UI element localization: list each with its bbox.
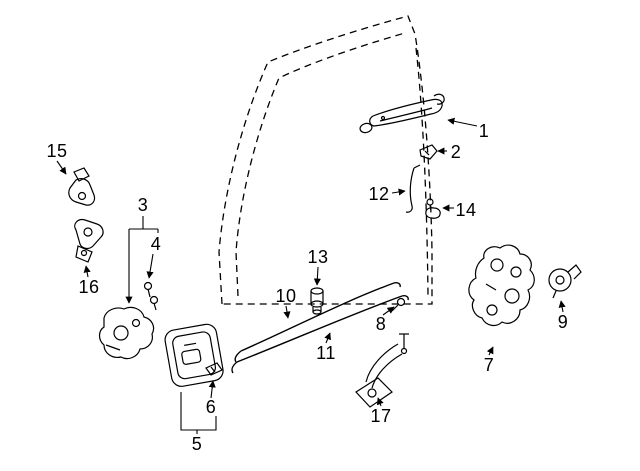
part-10-upper-rod-drawing — [234, 282, 401, 363]
leader-6 — [208, 380, 216, 399]
leader-11 — [324, 332, 331, 344]
leader-4 — [146, 253, 154, 279]
callout-15: 15 — [46, 141, 68, 161]
callout-14: 14 — [455, 200, 477, 220]
part-14-rod-clip-grommet-drawing — [425, 198, 441, 219]
part-8-rod-clip-drawing — [391, 297, 406, 312]
leader-12 — [391, 188, 406, 196]
callout-2: 2 — [450, 142, 462, 162]
part-15-upper-hinge-drawing — [68, 167, 96, 206]
callout-5: 5 — [191, 434, 203, 454]
part-4-latch-screws-drawing — [143, 281, 159, 311]
callout-17: 17 — [370, 406, 392, 426]
callout-8: 8 — [375, 314, 387, 334]
leader-lines — [56, 117, 566, 434]
leader-10 — [283, 305, 291, 319]
part-2-handle-clip-drawing — [419, 144, 438, 160]
part-7-lock-actuator-drawing — [468, 244, 535, 327]
part-17-door-check-drawing — [355, 333, 409, 408]
leader-7 — [486, 346, 494, 356]
callout-6: 6 — [205, 397, 217, 417]
part-6-bezel-clip-drawing — [205, 362, 223, 376]
callout-7: 7 — [483, 355, 495, 375]
callout-11: 11 — [316, 343, 336, 363]
part-5-bezel-drawing — [164, 323, 224, 387]
leader-1 — [447, 117, 478, 127]
part-12-handle-rod-drawing — [405, 164, 421, 213]
callout-10: 10 — [275, 286, 297, 306]
part-1-outside-handle-drawing — [359, 93, 445, 134]
leader-17 — [376, 397, 384, 407]
leader-5-bracket — [180, 392, 217, 431]
part-9-lock-grommet-drawing — [548, 264, 582, 299]
door-outline — [218, 15, 433, 305]
leader-15 — [56, 160, 67, 175]
callout-16: 16 — [78, 277, 100, 297]
callout-12: 12 — [368, 184, 390, 204]
part-16-door-hinge-drawing — [74, 219, 104, 263]
leader-16 — [83, 265, 91, 278]
part-3-latch-assembly-drawing — [98, 306, 155, 360]
part-13-rod-grommet-drawing — [310, 287, 324, 315]
leader-9 — [558, 300, 566, 313]
callout-3: 3 — [137, 195, 149, 215]
part-11-lower-rod-drawing — [231, 295, 409, 374]
callout-1: 1 — [478, 121, 490, 141]
callout-4: 4 — [150, 234, 162, 254]
leader-8 — [382, 306, 395, 316]
leader-13 — [313, 266, 321, 286]
callout-9: 9 — [557, 312, 569, 332]
callout-13: 13 — [307, 247, 329, 267]
